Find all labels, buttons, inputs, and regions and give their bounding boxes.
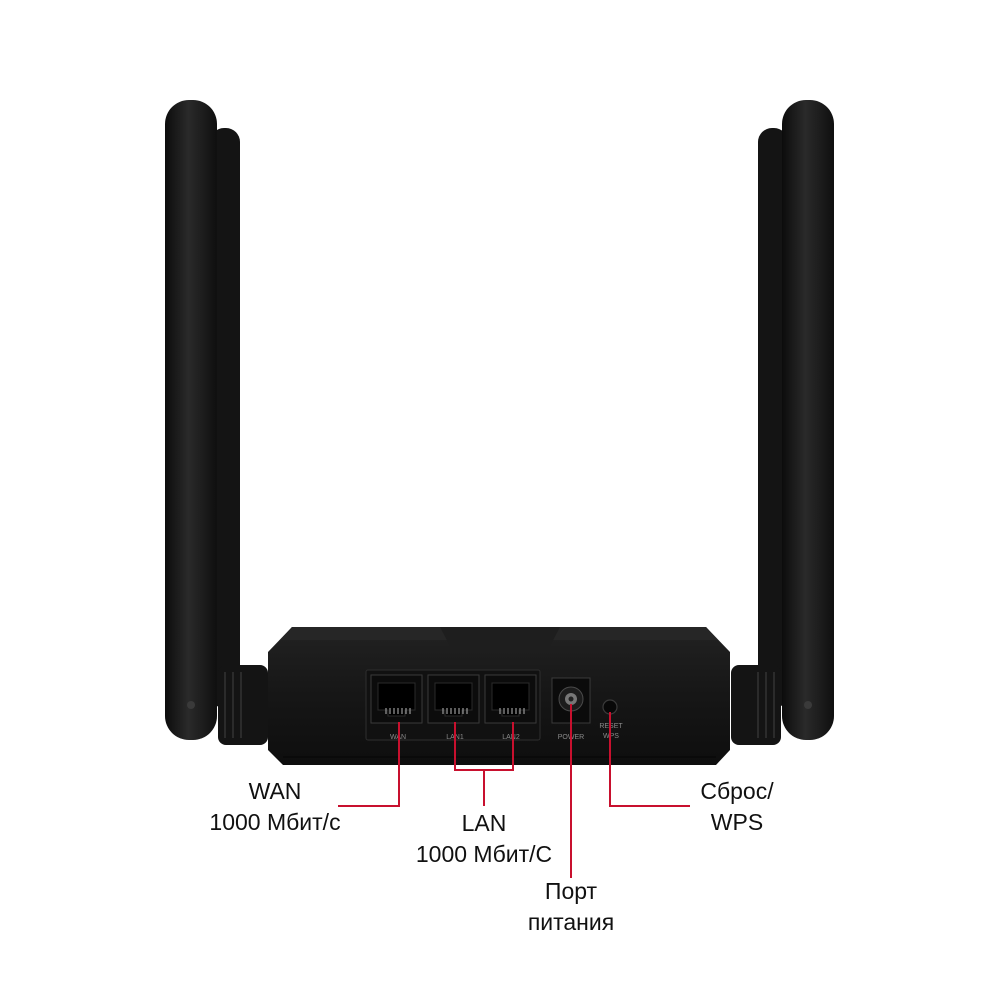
power-callout-line1: Порт	[544, 878, 598, 904]
wan-callout-speed: 1000 Мбит/с	[209, 809, 341, 835]
antenna-hinge-left	[218, 665, 268, 745]
wan-callout-title: WAN	[248, 778, 302, 804]
power-callout: Порт питания	[506, 876, 636, 938]
reset-label: RESET	[599, 723, 623, 730]
lan-callout-speed: 1000 Мбит/С	[415, 841, 553, 867]
antenna-right-back	[758, 128, 788, 708]
reset-callout: Сброс/ WPS	[672, 776, 802, 838]
lan-callout-title: LAN	[461, 810, 507, 836]
reset-callout-line	[609, 712, 690, 807]
wan-callout-line	[338, 722, 400, 807]
power-callout-line2: питания	[527, 909, 615, 935]
wan-port	[370, 674, 423, 724]
reset-wps-button	[602, 699, 618, 715]
wps-label: WPS	[603, 733, 619, 740]
antenna-left-front	[165, 100, 217, 740]
wan-callout: WAN 1000 Мбит/с	[195, 776, 355, 838]
antenna-right-front	[782, 100, 834, 740]
reset-callout-line1: Сброс/	[700, 778, 774, 804]
antenna-left-back	[210, 128, 240, 708]
lan1-port	[427, 674, 480, 724]
lan2-port	[484, 674, 537, 724]
reset-callout-line2: WPS	[710, 809, 764, 835]
lan-callout: LAN 1000 Мбит/С	[404, 808, 564, 870]
lan2-port-label: LAN2	[502, 734, 520, 741]
antenna-hinge-right	[731, 665, 781, 745]
